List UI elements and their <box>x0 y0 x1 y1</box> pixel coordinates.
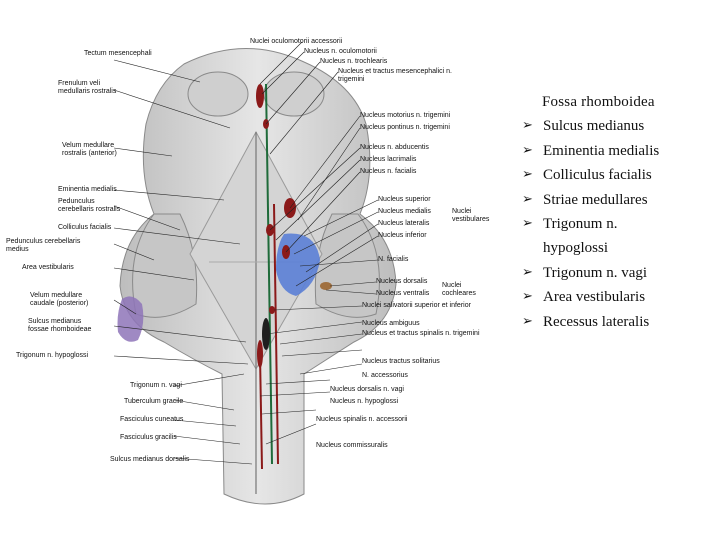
label-nuc-abducentis: Nucleus n. abducentis <box>360 144 429 152</box>
arrow-bullet-icon: ➢ <box>522 114 533 138</box>
label-nuc-hypoglossi: Nucleus n. hypoglossi <box>330 398 398 406</box>
label-fasc-cuneatus: Fasciculus cuneatus <box>120 416 183 424</box>
label-nuc-oculomotorii: Nucleus n. oculomotorii <box>304 48 377 56</box>
label-tuberculum: Tuberculum gracile <box>124 398 183 406</box>
arrow-bullet-icon: ➢ <box>522 261 533 285</box>
label-frenulum: Frenulum veli medullaris rostralis <box>58 80 126 96</box>
label-n-facialis: N. facialis <box>378 256 408 264</box>
list-item: ➢ Eminentia medialis <box>520 139 716 163</box>
list-item-text: Trigonum n. <box>543 216 617 232</box>
list-item: ➢ Sulcus medianus <box>520 114 716 138</box>
label-nuc-facialis: Nucleus n. facialis <box>360 168 416 176</box>
label-nuc-mesencephalicus: Nucleus et tractus mesencephalici n. tri… <box>338 68 458 84</box>
label-nuc-commissuralis: Nucleus commissuralis <box>316 442 388 450</box>
label-trig-hypoglossi: Trigonum n. hypoglossi <box>16 352 88 360</box>
list-item-text: Eminentia medialis <box>543 143 659 159</box>
lateral-recess-purple <box>118 296 144 341</box>
list-item-text: Sulcus medianus <box>543 118 644 134</box>
panel-title: Fossa rhomboidea <box>520 90 716 114</box>
list-item: ➢ Striae medullares <box>520 188 716 212</box>
colliculus-left <box>188 72 248 116</box>
label-nuc-lacrimalis: Nucleus lacrimalis <box>360 156 416 164</box>
label-nuc-dorsalis-vagi: Nucleus dorsalis n. vagi <box>330 386 404 394</box>
arrow-bullet-icon: ➢ <box>522 285 533 309</box>
label-nuc-lateralis: Nucleus lateralis <box>378 220 429 228</box>
label-colliculus: Colliculus facialis <box>58 224 111 232</box>
list-item-text: Area vestibularis <box>543 289 645 305</box>
label-nuclei-cochleares: Nuclei cochleares <box>442 282 482 298</box>
label-nuclei-vestibulares: Nuclei vestibulares <box>452 208 496 224</box>
label-tectum: Tectum mesencephali <box>84 50 152 58</box>
list-item-text: Striae medullares <box>543 192 648 208</box>
label-nuc-spinalis-trig: Nucleus et tractus spinalis n. trigemini <box>362 330 480 338</box>
fossa-rhomboidea-list-panel: Fossa rhomboidea ➢ Sulcus medianus ➢ Emine… <box>520 90 716 334</box>
arrow-bullet-icon: ➢ <box>522 139 533 163</box>
term-list: ➢ Sulcus medianus ➢ Eminentia medialis ➢ Co… <box>520 114 716 334</box>
label-nuc-ambiguus: Nucleus ambiguus <box>362 320 420 328</box>
list-item: ➢ Trigonum n. hypoglossi <box>520 212 716 261</box>
label-nuc-inferior: Nucleus inferior <box>378 232 427 240</box>
list-item-continuation: hypoglossi <box>543 236 716 260</box>
label-eminentia: Eminentia medialis <box>58 186 117 194</box>
list-item: ➢ Recessus lateralis <box>520 310 716 334</box>
label-velum-caudale: Velum medullare caudale (posterior) <box>30 292 102 308</box>
label-nuc-motorius-trig: Nucleus motorius n. trigemini <box>360 112 450 120</box>
label-nuclei-salivatorii: Nuclei salivatorii superior et inferior <box>362 302 472 310</box>
label-n-accessorius: N. accessorius <box>362 372 408 380</box>
label-trig-vagi: Trigonum n. vagi <box>130 382 182 390</box>
label-ped-rostralis: Pedunculus cerebellaris rostralis <box>58 198 128 214</box>
arrow-bullet-icon: ➢ <box>522 163 533 187</box>
label-area-vestibularis: Area vestibularis <box>22 264 74 272</box>
brainstem-drawing <box>4 24 532 516</box>
label-sulcus-dorsalis: Sulcus medianus dorsalis <box>110 456 189 464</box>
label-nuc-pontinus: Nucleus pontinus n. trigemini <box>360 124 450 132</box>
list-item-text: Colliculus facialis <box>543 167 652 183</box>
nucleus-oculomotor <box>256 84 264 108</box>
list-item: ➢ Colliculus facialis <box>520 163 716 187</box>
label-sulcus-medianus: Sulcus medianus fossae rhomboideae <box>28 318 98 334</box>
label-nuc-medialis: Nucleus medialis <box>378 208 431 216</box>
label-velum-rostralis: Velum medullare rostralis (anterior) <box>62 142 124 158</box>
brainstem-illustration: Tectum mesencephali Frenulum veli medull… <box>4 24 532 516</box>
list-item: ➢ Area vestibularis <box>520 285 716 309</box>
list-item-text: Trigonum n. vagi <box>543 265 647 281</box>
list-item-text: Recessus lateralis <box>543 314 649 330</box>
arrow-bullet-icon: ➢ <box>522 188 533 212</box>
arrow-bullet-icon: ➢ <box>522 310 533 334</box>
colliculus-right <box>264 72 324 116</box>
label-nuc-oculomotorii-acc: Nuclei oculomotorii accessorii <box>250 38 342 46</box>
label-nuc-superior: Nucleus superior <box>378 196 431 204</box>
label-nuc-ventralis: Nucleus ventralis <box>376 290 429 298</box>
label-nuc-solitarius: Nucleus tractus solitarius <box>362 358 440 366</box>
label-nuc-dorsalis: Nucleus dorsalis <box>376 278 427 286</box>
list-item: ➢ Trigonum n. vagi <box>520 261 716 285</box>
label-nuc-spinalis-acc: Nucleus spinalis n. accessorii <box>316 416 407 424</box>
label-fasc-gracilis: Fasciculus gracilis <box>120 434 177 442</box>
arrow-bullet-icon: ➢ <box>522 212 533 236</box>
label-ped-medius: Pedunculus cerebellaris medius <box>6 238 98 254</box>
nucleus-hypoglossal <box>257 340 263 368</box>
label-nuc-trochlearis: Nucleus n. trochlearis <box>320 58 387 66</box>
